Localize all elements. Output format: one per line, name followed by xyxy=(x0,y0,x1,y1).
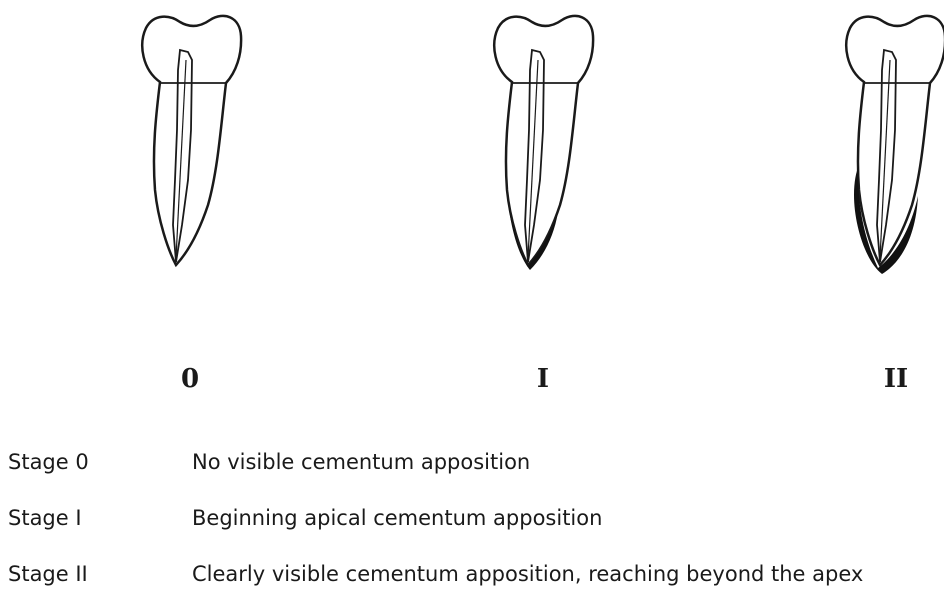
tooth-outline xyxy=(494,16,593,265)
tooth-stage-I xyxy=(494,16,593,270)
root-canal xyxy=(173,50,192,262)
legend-stage-name: Stage 0 xyxy=(8,450,89,474)
legend-stage-description: Clearly visible cementum apposition, rea… xyxy=(192,562,863,586)
stage-label-I: I xyxy=(537,364,549,394)
root-canal xyxy=(525,50,544,262)
root-canal xyxy=(877,50,896,262)
stage-label-0: 0 xyxy=(181,364,199,394)
stage-label-II: II xyxy=(884,364,908,394)
legend-stage-description: No visible cementum apposition xyxy=(192,450,530,474)
tooth-stage-0 xyxy=(142,16,241,265)
tooth-stage-II xyxy=(846,16,944,274)
tooth-illustrations: 0 I II xyxy=(0,0,944,400)
legend-stage-name: Stage I xyxy=(8,506,82,530)
legend-stage-name: Stage II xyxy=(8,562,88,586)
tooth-outline xyxy=(142,16,241,265)
legend-stage-description: Beginning apical cementum apposition xyxy=(192,506,602,530)
